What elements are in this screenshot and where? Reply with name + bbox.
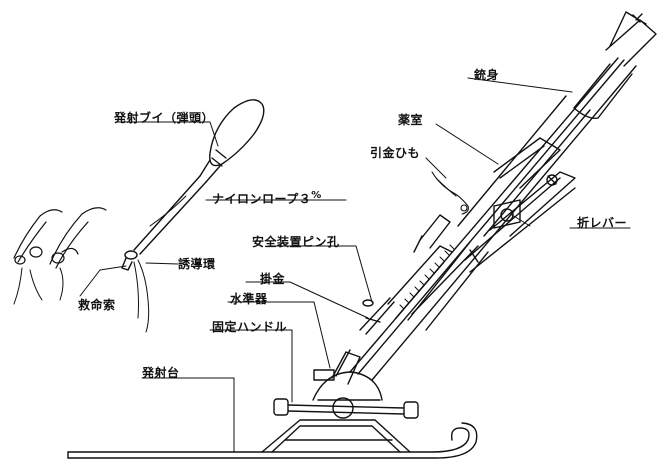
label-folding-lever: 折レバー [577,216,628,230]
label-nylon-rope-text: ナイロンロープ３ [212,192,312,206]
label-lifeline: 救命索 [78,298,116,312]
launch-base-drawing [67,419,478,459]
lifeline-drawing [13,207,107,305]
label-chamber: 薬室 [398,113,424,127]
label-nylon-rope-unit: % [311,190,322,201]
safety-pin-drawing [359,297,395,335]
lanyard-drawing [431,171,469,215]
label-safety-pin-hole: 安全装置ピン孔 [252,235,340,249]
level-drawing [331,349,361,385]
label-lanyard: 引金ひも [370,146,421,160]
fixing-handle-drawing [273,369,419,419]
label-guide-ring: 誘導環 [178,257,216,271]
label-nylon-rope: ナイロンロープ３% [212,189,322,206]
buoy-drawing [121,99,265,333]
label-barrel: 銃身 [474,68,500,82]
leader-lines [79,77,631,453]
rack-teeth-drawing [399,244,455,310]
label-launch-base: 発射台 [142,366,180,380]
label-level: 水準器 [230,292,268,306]
label-fixing-handle: 固定ハンドル [212,320,288,334]
barrel-drawing [349,11,657,381]
label-hook: 掛金 [260,272,286,286]
label-buoy: 発射ブイ（弾頭） [114,111,215,125]
